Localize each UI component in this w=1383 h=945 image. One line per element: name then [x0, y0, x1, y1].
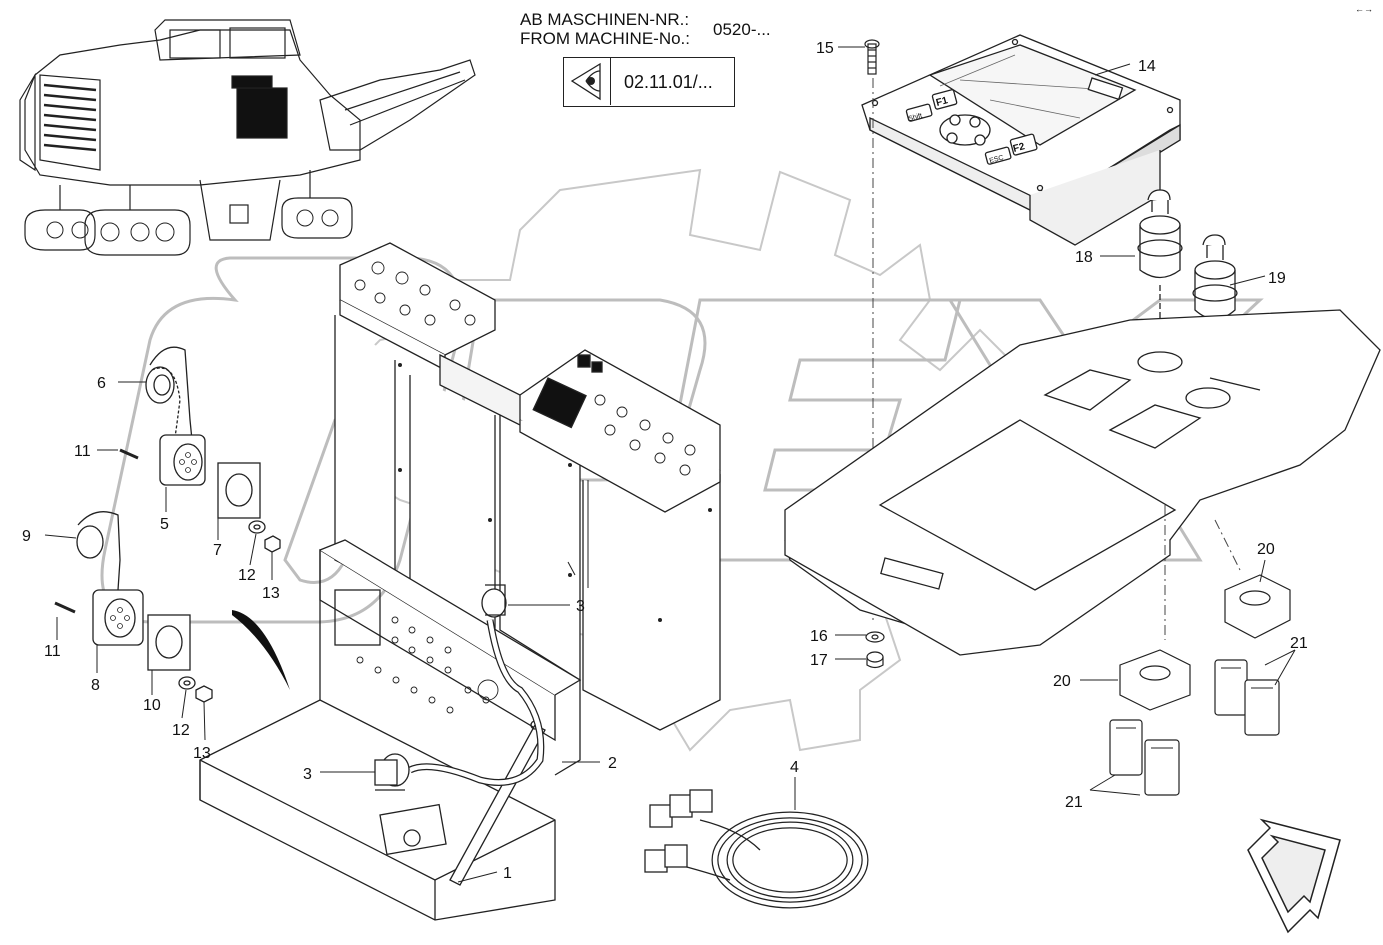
callout-18: 18 — [1075, 249, 1093, 266]
callout-9: 9 — [22, 528, 31, 545]
callout-4: 4 — [790, 759, 799, 776]
callout-13a: 13 — [262, 585, 280, 602]
page-marker: ←→ — [1355, 4, 1373, 14]
callout-12a: 12 — [238, 567, 256, 584]
cover-plate — [784, 309, 1381, 656]
direction-arrow — [232, 610, 290, 690]
callout-5: 5 — [160, 516, 169, 533]
callout-8: 8 — [91, 677, 100, 694]
callout-13b: 13 — [193, 745, 211, 762]
esc-key-label: ESC — [989, 154, 1005, 164]
machine-no-value: 0520-... — [713, 20, 771, 39]
f1-key-label: F1 — [935, 95, 950, 109]
callout-20a: 20 — [1257, 541, 1275, 558]
connector-assembly — [54, 346, 281, 703]
contact-block-holder — [1119, 574, 1291, 711]
screw — [864, 39, 880, 75]
callout-14: 14 — [1138, 58, 1156, 75]
reference-date: 02.11.01/... — [624, 72, 713, 92]
machine-no-label-en: FROM MACHINE-No.: — [520, 29, 690, 48]
contact-block — [1109, 659, 1280, 796]
f2-key-label: F2 — [1012, 141, 1027, 155]
callout-3a: 3 — [576, 598, 585, 615]
callout-6: 6 — [97, 375, 106, 392]
leader-lines — [44, 46, 1296, 883]
callout-11a: 11 — [74, 443, 91, 460]
callout-10: 10 — [143, 697, 161, 714]
reference-box: 02.11.01/... — [563, 57, 735, 107]
callout-17: 17 — [810, 652, 828, 669]
callout-7: 7 — [213, 542, 222, 559]
hose-connector — [374, 584, 545, 791]
callout-21b: 21 — [1065, 794, 1083, 811]
display-unit — [861, 34, 1181, 246]
eye-icon — [564, 58, 611, 105]
callout-3c: 3 — [303, 766, 312, 783]
callout-1: 1 — [503, 865, 512, 882]
callout-2: 2 — [608, 755, 617, 772]
key-switch — [1137, 189, 1183, 330]
callout-19: 19 — [1268, 270, 1286, 287]
callout-12b: 12 — [172, 722, 190, 739]
terminal-box — [199, 539, 582, 921]
machine-no-label-de: AB MASCHINEN-NR.: — [520, 10, 690, 29]
key-switch — [1192, 234, 1238, 385]
callout-20b: 20 — [1053, 673, 1071, 690]
control-console — [334, 242, 721, 731]
washer — [865, 631, 885, 669]
shift-key-label: Shift — [908, 113, 923, 123]
callout-15: 15 — [816, 40, 834, 57]
callout-11b: 11 — [44, 643, 61, 660]
callout-16: 16 — [810, 628, 828, 645]
callout-21a: 21 — [1290, 635, 1308, 652]
arrow-icon[interactable] — [1247, 818, 1341, 934]
cable-harness — [644, 789, 869, 909]
machine-overview — [19, 19, 476, 256]
